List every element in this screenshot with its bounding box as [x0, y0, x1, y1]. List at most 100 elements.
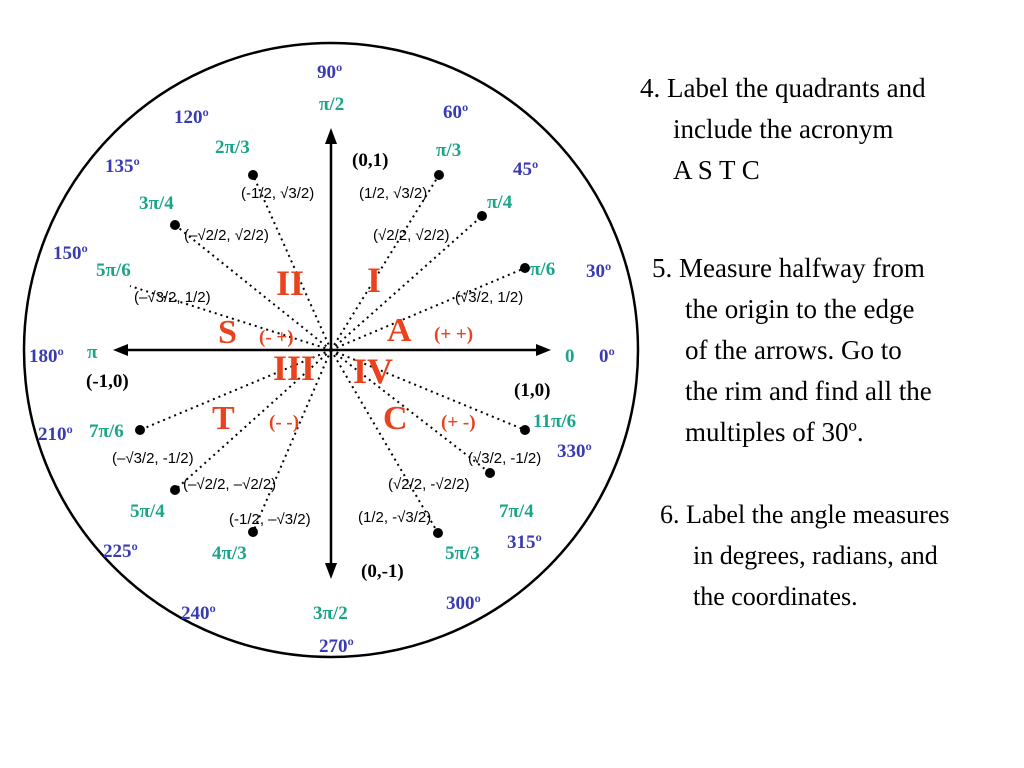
rad-label-7pi-6: 7π/6 [89, 421, 124, 442]
instruction-5-line-2: the origin to the edge [685, 294, 915, 324]
point-330 [520, 425, 530, 435]
coord-120: (-1/2, √3/2) [241, 185, 314, 202]
deg-label-0: 0º [599, 346, 615, 367]
coord-bottom: (0,-1) [361, 561, 404, 582]
deg-label-270: 270º [319, 636, 354, 657]
ray-45 [330, 215, 483, 351]
rad-label-3pi-2: 3π/2 [313, 603, 348, 624]
rad-label-pi-2: π/2 [319, 94, 344, 115]
rad-label-5pi-4: 5π/4 [130, 501, 165, 522]
point-135 [170, 220, 180, 230]
instruction-4: 4. Label the quadrants and include the a… [640, 68, 926, 191]
point-315 [485, 468, 495, 478]
coord-top: (0,1) [352, 150, 388, 171]
deg-label-30: 30º [586, 261, 611, 282]
deg-label-315: 315º [507, 532, 542, 553]
point-60 [434, 170, 444, 180]
coord-135: (–√2/2, √2/2) [184, 227, 269, 244]
sign-q4: (+ -) [441, 412, 476, 433]
coord-150: (–√3/2, 1/2) [134, 289, 211, 306]
rad-label-0: 0 [565, 346, 575, 367]
rad-label-2pi-3: 2π/3 [215, 137, 250, 158]
instruction-4-line-2: include the acronym [673, 114, 894, 144]
point-300 [433, 528, 443, 538]
astc-A: A [387, 312, 412, 349]
point-45 [477, 211, 487, 221]
y-axis-down-arrow-icon [325, 563, 337, 579]
angle-points [135, 170, 530, 538]
deg-label-180: 180º [29, 346, 64, 367]
deg-label-45: 45º [513, 159, 538, 180]
instruction-6-line-3: the coordinates. [693, 582, 858, 611]
astc-S: S [218, 314, 237, 351]
rad-label-pi-3: π/3 [436, 140, 461, 161]
instruction-5-line-3: of the arrows. Go to [685, 335, 902, 365]
ray-330 [330, 349, 526, 431]
deg-label-300: 300º [446, 593, 481, 614]
deg-label-330: 330º [557, 441, 592, 462]
rad-label-7pi-4: 7π/4 [499, 501, 534, 522]
coord-330: (√3/2, -1/2) [468, 450, 541, 467]
rad-label-4pi-3: 4π/3 [212, 543, 247, 564]
instruction-4-line-1: 4. Label the quadrants and [640, 73, 926, 103]
point-120 [248, 170, 258, 180]
instruction-4-line-3: A S T C [673, 155, 760, 185]
coord-right: (1,0) [514, 380, 550, 401]
rad-label-5pi-3: 5π/3 [445, 543, 480, 564]
astc-C: C [383, 400, 408, 437]
ray-150 [129, 285, 332, 351]
deg-label-60: 60º [443, 102, 468, 123]
coord-60: (1/2, √3/2) [359, 185, 427, 202]
point-210 [135, 425, 145, 435]
coord-left: (-1,0) [86, 371, 129, 392]
coord-315: (√2/2, -√2/2) [388, 476, 470, 493]
rad-label-11pi-6: 11π/6 [533, 411, 576, 432]
x-axis-right-arrow-icon [536, 344, 551, 356]
instruction-5-line-5: multiples of 30º. [685, 417, 864, 447]
instruction-6-line-2: in degrees, radians, and [693, 541, 938, 570]
astc-T: T [212, 400, 235, 437]
deg-label-240: 240º [181, 603, 216, 624]
rad-label-3pi-4: 3π/4 [139, 193, 174, 214]
point-240 [248, 527, 258, 537]
point-225 [170, 485, 180, 495]
ray-210 [139, 349, 332, 431]
coord-240: (-1/2, –√3/2) [229, 511, 311, 528]
coord-45: (√2/2, √2/2) [373, 227, 450, 244]
deg-label-150: 150º [53, 243, 88, 264]
x-axis-left-arrow-icon [113, 344, 128, 356]
instruction-5-line-4: the rim and find all the [685, 376, 932, 406]
sign-q2: (- +) [259, 327, 294, 348]
quadrant-I-label: I [367, 260, 381, 300]
point-30 [520, 263, 530, 273]
instruction-5: 5. Measure halfway from the origin to th… [652, 248, 932, 453]
rad-label-pi-4: π/4 [487, 192, 513, 213]
angle-rays [129, 174, 526, 534]
deg-label-120: 120º [174, 107, 209, 128]
sign-q1: (+ +) [434, 324, 473, 345]
deg-label-90: 90º [317, 62, 342, 83]
quadrant-IV-label: IV [353, 351, 393, 391]
ray-120 [252, 174, 332, 351]
coord-300: (1/2, -√3/2) [358, 509, 431, 526]
coord-210: (–√3/2, -1/2) [112, 450, 194, 467]
rad-label-pi-6: π/6 [530, 259, 555, 280]
coord-225: (–√2/2, –√2/2) [183, 476, 276, 493]
sign-q3: (- -) [269, 412, 299, 433]
ray-60 [330, 174, 440, 351]
quadrant-III-label: III [273, 348, 315, 388]
ray-30 [330, 267, 526, 351]
coord-30: (√3/2, 1/2) [455, 289, 523, 306]
ray-225 [174, 349, 332, 491]
rad-label-pi: π [87, 342, 98, 363]
rad-label-5pi-6: 5π/6 [96, 260, 131, 281]
deg-label-225: 225º [103, 541, 138, 562]
instruction-6-line-1: 6. Label the angle measures [660, 500, 950, 529]
instruction-6: 6. Label the angle measures in degrees, … [660, 494, 950, 617]
instruction-5-line-1: 5. Measure halfway from [652, 253, 925, 283]
quadrant-II-label: II [276, 263, 304, 303]
deg-label-210: 210º [38, 424, 73, 445]
deg-label-135: 135º [105, 156, 140, 177]
y-axis-up-arrow-icon [325, 128, 337, 144]
unit-circle [22, 41, 640, 659]
